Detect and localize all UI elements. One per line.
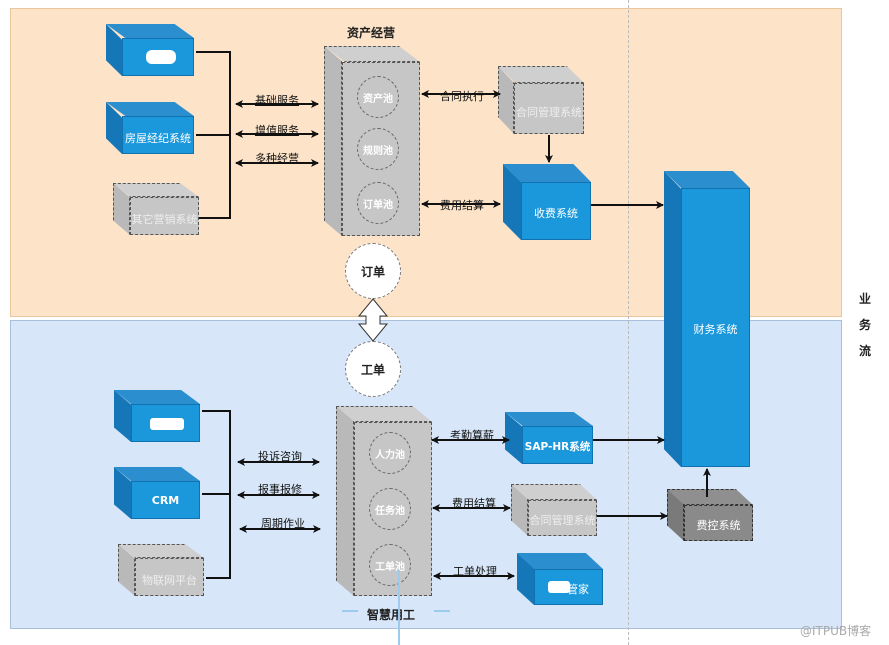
- system-iot-platform[interactable]: 物联网平台: [118, 544, 204, 596]
- system-other-marketing[interactable]: 其它营销系统: [113, 183, 199, 235]
- system-label: 合同管理系统: [529, 514, 596, 527]
- system-label: CRM: [151, 494, 180, 507]
- label-char: 业: [858, 292, 871, 306]
- pool-manpower[interactable]: 人力池: [369, 432, 411, 474]
- redacted-label: [548, 581, 570, 593]
- pool-tasks[interactable]: 任务池: [369, 488, 411, 530]
- guide-line: [628, 0, 629, 645]
- order-workorder-exchange-arrow: [357, 298, 389, 342]
- system-butler[interactable]: 管家: [517, 553, 603, 605]
- label-char: 流: [858, 344, 871, 358]
- system-sap-hr[interactable]: SAP-HR系统: [505, 412, 593, 464]
- bracket-top: [196, 51, 231, 219]
- system-label: 费控系统: [696, 519, 741, 532]
- system-label: 收费系统: [534, 207, 578, 220]
- system-label: 管家: [567, 583, 589, 596]
- smart-labor-hub[interactable]: 人力池 任务池 工单池: [336, 406, 432, 596]
- pool-work-orders[interactable]: 工单池: [369, 544, 411, 586]
- asset-operation-hub[interactable]: 资产池 规则池 订单池: [324, 46, 420, 236]
- system-label: SAP-HR系统: [524, 441, 591, 453]
- system-label: 物联网平台: [142, 574, 197, 587]
- business-flow-label: 业 务 流: [858, 286, 872, 364]
- system-contract-mgmt-top[interactable]: 合同管理系统: [498, 66, 584, 134]
- system-label: 合同管理系统: [516, 106, 582, 119]
- zone-title-asset: 资产经营: [347, 26, 396, 40]
- system-redacted-top[interactable]: [106, 24, 194, 76]
- zone-title-labor: 智慧用工: [367, 608, 416, 622]
- system-label: 财务系统: [693, 323, 738, 336]
- redacted-label: [150, 418, 184, 430]
- pool-assets[interactable]: 资产池: [357, 76, 399, 118]
- work-order-node[interactable]: 工单: [345, 341, 401, 397]
- system-contract-mgmt-bottom[interactable]: 合同管理系统: [511, 484, 597, 536]
- system-label: 房屋经纪系统: [125, 132, 191, 145]
- pool-orders[interactable]: 订单池: [357, 182, 399, 224]
- pool-rules[interactable]: 规则池: [357, 128, 399, 170]
- system-redacted-bottom[interactable]: [114, 390, 200, 442]
- system-cost-control[interactable]: 费控系统: [667, 489, 753, 541]
- label-char: 务: [858, 318, 871, 332]
- bracket-bottom: [202, 410, 231, 579]
- redacted-label: [146, 50, 176, 64]
- faint-guide-arrows: [342, 570, 450, 645]
- system-label: 其它营销系统: [131, 213, 198, 226]
- system-finance[interactable]: 财务系统: [664, 171, 750, 467]
- watermark: @ITPUB博客: [800, 624, 872, 638]
- system-billing[interactable]: 收费系统: [503, 164, 591, 240]
- system-crm[interactable]: CRM: [114, 467, 200, 519]
- system-housing-brokerage[interactable]: 房屋经纪系统: [106, 102, 194, 154]
